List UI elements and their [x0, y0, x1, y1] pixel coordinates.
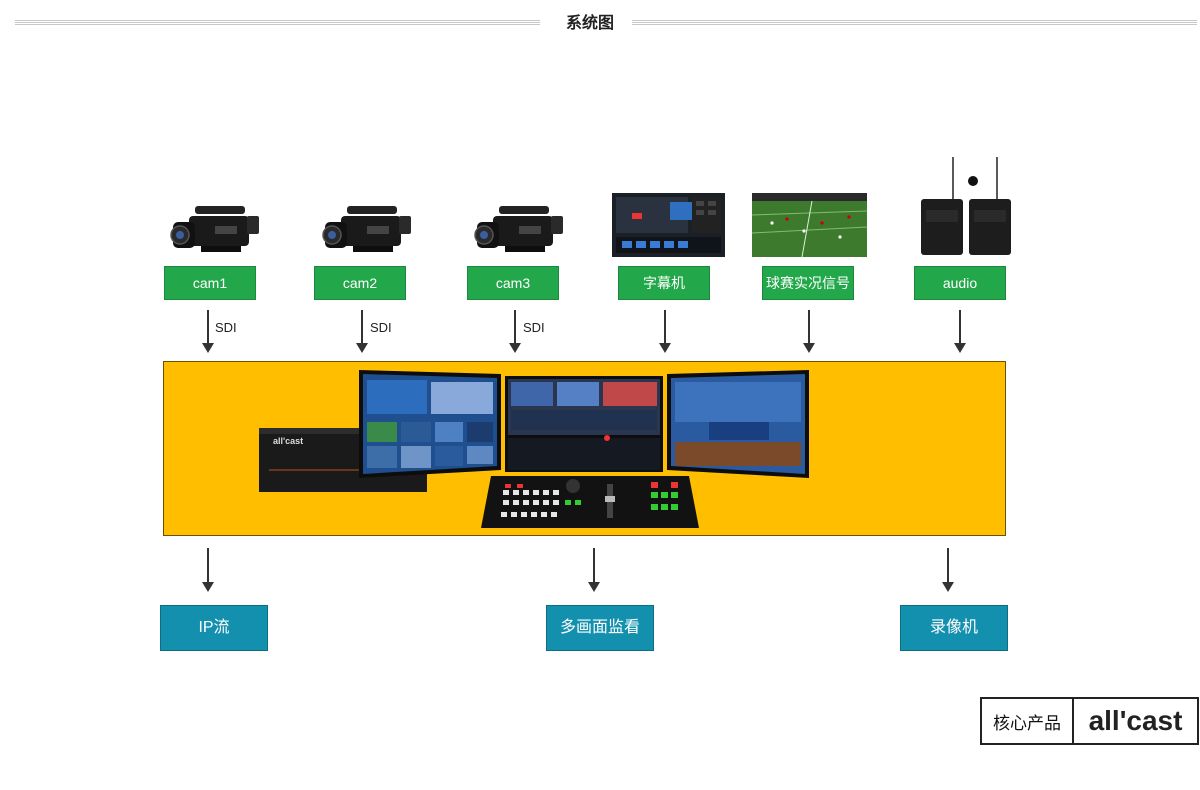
- source-label-audio: audio: [914, 266, 1006, 300]
- source-label-match-feed: 球赛实况信号: [762, 266, 854, 300]
- source-label-cam3: cam3: [467, 266, 559, 300]
- arrow-caption-to-system: [659, 310, 671, 353]
- arrow-cam2-to-system: [356, 310, 368, 353]
- video-camera-icon: [322, 206, 411, 252]
- wireless-microphone-icon: [921, 157, 1011, 255]
- core-product-badge: 核心产品 all'cast: [980, 697, 1199, 745]
- header-rule-left: [15, 20, 550, 26]
- arrow-system-to-multiview: [588, 548, 600, 592]
- output-ip-stream: IP流: [160, 605, 268, 651]
- link-label-cam3: SDI: [523, 320, 545, 335]
- link-label-cam1: SDI: [215, 320, 237, 335]
- source-label-caption: 字幕机: [618, 266, 710, 300]
- allcast-logo: all'cast: [1088, 705, 1183, 736]
- source-label-cam2: cam2: [314, 266, 406, 300]
- output-recorder: 录像机: [900, 605, 1008, 651]
- allcast-production-system-image: all'cast: [259, 370, 809, 528]
- football-broadcast-icon: [752, 193, 867, 257]
- arrow-system-to-recorder: [942, 548, 954, 592]
- arrow-system-to-ip-stream: [202, 548, 214, 592]
- caption-software-screen-icon: [612, 193, 725, 257]
- core-product-text: 核心产品: [982, 699, 1074, 743]
- output-multiview: 多画面监看: [546, 605, 654, 651]
- arrow-audio-to-system: [954, 310, 966, 353]
- link-label-cam2: SDI: [370, 320, 392, 335]
- arrow-cam1-to-system: [202, 310, 214, 353]
- arrow-match-feed-to-system: [803, 310, 815, 353]
- source-label-cam1: cam1: [164, 266, 256, 300]
- device-brand-text: all'cast: [273, 436, 303, 446]
- video-camera-icon: [170, 206, 259, 252]
- video-camera-icon: [474, 206, 563, 252]
- header-rule-right: [632, 20, 1197, 26]
- page-title: 系统图: [540, 14, 640, 34]
- arrow-cam3-to-system: [509, 310, 521, 353]
